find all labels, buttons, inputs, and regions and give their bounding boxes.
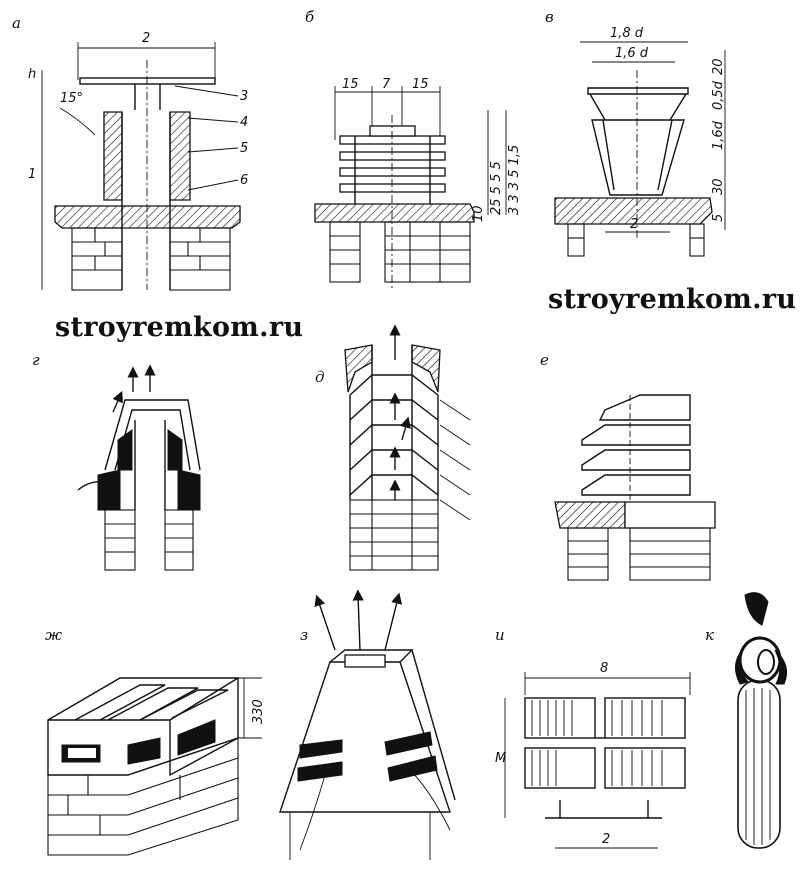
panel-v-dim-05d: 0,5d <box>711 80 726 110</box>
panel-a-dim-h: h <box>28 67 36 82</box>
panel-b-dims-left: 25 5 5 5 <box>489 161 504 215</box>
panel-b-dim-15-left: 15 <box>342 77 359 92</box>
panel-letter-e: е <box>540 351 549 369</box>
panel-z: з <box>279 589 456 860</box>
panel-i-dim-8: 8 <box>600 661 608 676</box>
panel-v-dim-20: 20 <box>711 58 726 75</box>
panel-letter-z: з <box>300 626 308 644</box>
watermark-right: stroyremkom.ru <box>548 284 797 315</box>
panel-a-callout-3: 3 <box>240 89 248 104</box>
panel-i-dim-m: M <box>495 751 506 766</box>
panel-a-callout-6: 6 <box>240 173 248 188</box>
panel-a-callout-5: 5 <box>240 141 248 156</box>
panel-b-dims-right: 3 3 3 5 1,5 <box>507 145 522 215</box>
panel-b-dim-10: 10 <box>471 205 486 222</box>
panel-letter-g: г <box>32 351 40 369</box>
panel-letter-d: д <box>315 368 325 386</box>
panel-b-dim-15-right: 15 <box>412 77 429 92</box>
panel-d: д <box>315 324 471 571</box>
panel-v-bottom-dim: 2 <box>630 217 638 232</box>
panel-a: а 2 h 1 15° <box>12 14 248 291</box>
panel-v-dim-16d-v: 1,6d <box>711 120 726 150</box>
panel-v-dim-16d: 1,6 d <box>615 46 649 61</box>
panel-letter-i: и <box>495 626 505 644</box>
panel-v: в 1,8 d 1,6 d 2 20 0,5d 1,6d 30 5 <box>545 8 726 257</box>
panel-letter-b: б <box>305 8 315 26</box>
panel-b-dim-7: 7 <box>382 77 391 92</box>
panel-a-angle: 15° <box>60 91 83 106</box>
panel-b: б 15 7 15 25 5 5 5 3 <box>305 8 522 290</box>
panel-letter-k: к <box>705 626 714 644</box>
panel-a-callout-4: 4 <box>240 115 248 130</box>
panel-k: к <box>705 592 787 849</box>
panel-v-dim-5: 5 <box>711 214 726 222</box>
panel-i: и 8 M 2 <box>495 626 691 849</box>
panel-a-dim-1: 1 <box>28 167 36 182</box>
panel-zh-dim-330: 330 <box>251 699 266 724</box>
watermark-left: stroyremkom.ru <box>55 312 304 343</box>
panel-letter-a: а <box>12 14 21 32</box>
panel-letter-zh: ж <box>45 626 62 644</box>
panel-v-dim-30: 30 <box>711 178 726 195</box>
panel-letter-v: в <box>545 8 554 26</box>
panel-e: е <box>540 351 716 581</box>
panel-i-dim-2: 2 <box>602 832 610 847</box>
panel-zh: ж 330 <box>45 626 266 856</box>
panel-v-dim-18d: 1,8 d <box>610 26 644 41</box>
panel-g: г <box>32 351 201 571</box>
panel-a-top-dim: 2 <box>142 31 150 46</box>
